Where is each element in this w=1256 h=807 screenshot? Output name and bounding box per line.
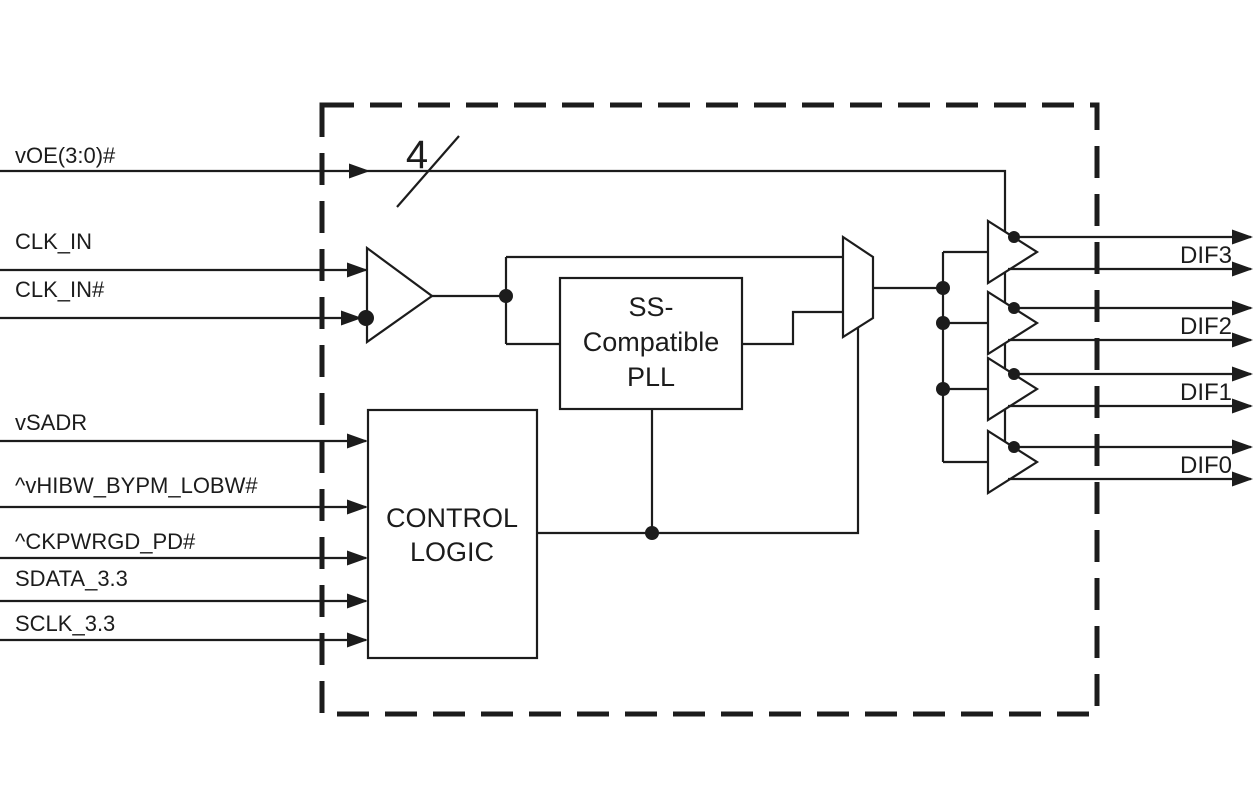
output-label-dif3: DIF3 <box>1180 242 1232 269</box>
rail-junction-dot-dif1 <box>936 382 950 396</box>
hibw-arrowhead-icon <box>347 499 368 515</box>
pll-output-wire <box>742 310 843 346</box>
mux-trapezoid <box>841 234 875 339</box>
input-label-vsadr: vSADR <box>15 410 87 435</box>
pll-label-line3: PLL <box>627 362 675 392</box>
rail-junction-dot-dif2 <box>936 316 950 330</box>
pll-label-line2: Compatible <box>583 327 720 357</box>
clk-in-n-junction-dot <box>358 310 374 326</box>
ckpwrgd-arrowhead-icon <box>347 550 368 566</box>
output-label-dif1: DIF1 <box>1180 379 1232 406</box>
dif3-true-arrowhead-icon <box>1232 229 1253 245</box>
input-label-clk-in-n: CLK_IN# <box>15 277 105 302</box>
output-label-dif0: DIF0 <box>1180 452 1232 479</box>
bus-width-slash <box>396 135 460 208</box>
dif0-comp-arrowhead-icon <box>1232 471 1253 487</box>
pll-label-line1: SS- <box>628 292 673 322</box>
dif0-edge-dot <box>1008 441 1020 453</box>
dif2-comp-arrowhead-icon <box>1232 332 1253 348</box>
dif1-true-arrowhead-icon <box>1232 366 1253 382</box>
voe-bus-wire <box>0 169 1007 450</box>
output-buffer-dif0 <box>986 429 1040 495</box>
clk-in-n-arrowhead-icon <box>341 310 362 326</box>
input-label-sdata: SDATA_3.3 <box>15 566 128 591</box>
dif2-true-arrowhead-icon <box>1232 300 1253 316</box>
voe-arrowhead-icon <box>349 163 370 179</box>
control-logic-label-line2: LOGIC <box>410 537 494 567</box>
output-label-dif2: DIF2 <box>1180 313 1232 340</box>
input-label-sclk: SCLK_3.3 <box>15 611 115 636</box>
dif3-comp-arrowhead-icon <box>1232 261 1253 277</box>
input-label-hibw-bypm-lobw: ^vHIBW_BYPM_LOBW# <box>15 473 258 498</box>
input-label-voe: vOE(3:0)# <box>15 143 116 168</box>
output-buffer-dif2 <box>986 290 1040 356</box>
clk-in-arrowhead-icon <box>347 262 368 278</box>
chip-boundary-dashed-box <box>319 102 1100 717</box>
sdata-arrowhead-icon <box>347 593 368 609</box>
vsadr-arrowhead-icon <box>347 433 368 449</box>
sclk-arrowhead-icon <box>347 632 368 648</box>
output-buffer-dif3 <box>986 219 1040 285</box>
bus-width-label: 4 <box>406 133 428 177</box>
output-buffer-dif1 <box>986 356 1040 422</box>
dif1-comp-arrowhead-icon <box>1232 398 1253 414</box>
control-logic-label-line1: CONTROL <box>386 503 518 533</box>
rail-junction-dot-mux <box>936 281 950 295</box>
mux-select-wire <box>537 327 860 535</box>
input-label-clk-in: CLK_IN <box>15 229 92 254</box>
control-logic-box <box>366 408 539 660</box>
control-pll-junction-dot <box>645 526 659 540</box>
dif0-true-arrowhead-icon <box>1232 439 1253 455</box>
input-buffer-triangle <box>365 245 434 345</box>
input-label-ckpwrgd-pd: ^CKPWRGD_PD# <box>15 529 196 554</box>
dif1-edge-dot <box>1008 368 1020 380</box>
dif3-edge-dot <box>1008 231 1020 243</box>
dif2-edge-dot <box>1008 302 1020 314</box>
